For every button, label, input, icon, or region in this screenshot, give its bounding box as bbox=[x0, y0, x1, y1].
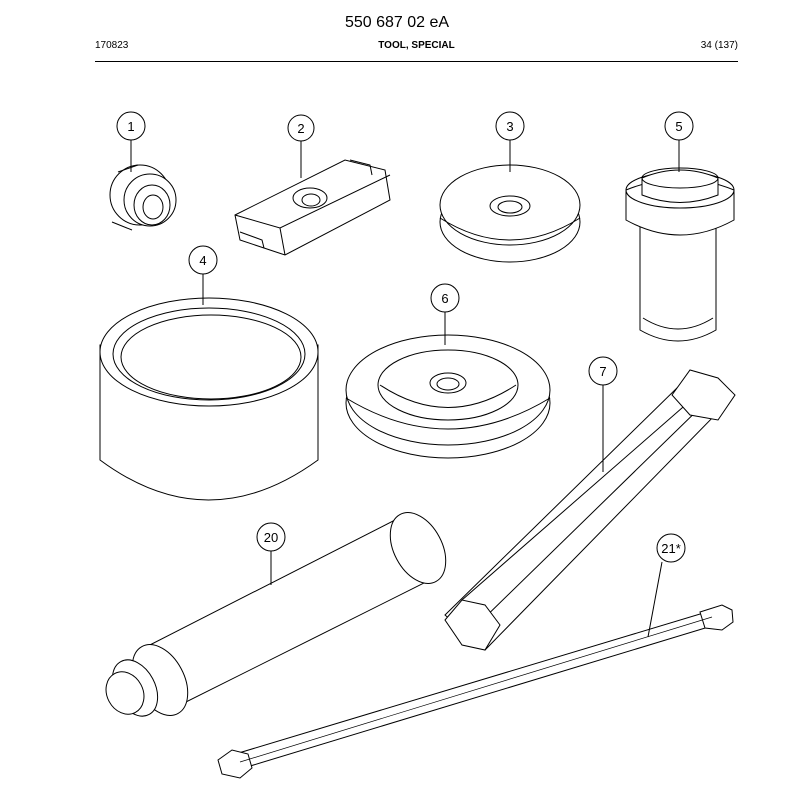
callout-5: 5 bbox=[664, 111, 694, 141]
document-number: 550 687 02 eA bbox=[344, 14, 450, 31]
page-title: TOOL, SPECIAL bbox=[378, 40, 455, 51]
callout-3-label: 3 bbox=[506, 119, 513, 134]
callout-2: 2 bbox=[287, 114, 315, 142]
callout-7-label: 7 bbox=[599, 364, 606, 379]
part-5-cylinder bbox=[625, 167, 735, 342]
part-7-hex-bar bbox=[444, 369, 736, 651]
callout-7: 7 bbox=[588, 356, 618, 386]
callout-1-label: 1 bbox=[127, 119, 134, 134]
callout-4: 4 bbox=[188, 245, 218, 275]
callout-20: 20 bbox=[256, 522, 286, 552]
header-divider bbox=[95, 61, 738, 62]
part-3-disc bbox=[439, 164, 581, 263]
page-header: 170823 TOOL, SPECIAL 34 (137) bbox=[95, 40, 738, 54]
part-6-disc bbox=[345, 334, 551, 459]
callout-20-label: 20 bbox=[264, 530, 278, 545]
callout-5-label: 5 bbox=[675, 119, 682, 134]
callout-2-label: 2 bbox=[297, 121, 304, 136]
date-code: 170823 bbox=[95, 40, 129, 51]
part-2-block bbox=[234, 159, 391, 256]
part-4-cup bbox=[99, 297, 319, 501]
part-21-threaded-rod bbox=[217, 604, 734, 779]
callout-4-label: 4 bbox=[199, 253, 206, 268]
page-number: 34 (137) bbox=[700, 40, 738, 51]
callout-21: 21* bbox=[656, 533, 686, 563]
part-1-bushing bbox=[109, 164, 177, 231]
callout-3: 3 bbox=[495, 111, 525, 141]
callout-6: 6 bbox=[430, 283, 460, 313]
callout-6-label: 6 bbox=[441, 291, 448, 306]
callout-21-label: 21* bbox=[661, 541, 681, 556]
part-20-mandrel bbox=[105, 512, 447, 717]
leader-lines bbox=[130, 140, 680, 638]
callout-1: 1 bbox=[116, 111, 146, 141]
